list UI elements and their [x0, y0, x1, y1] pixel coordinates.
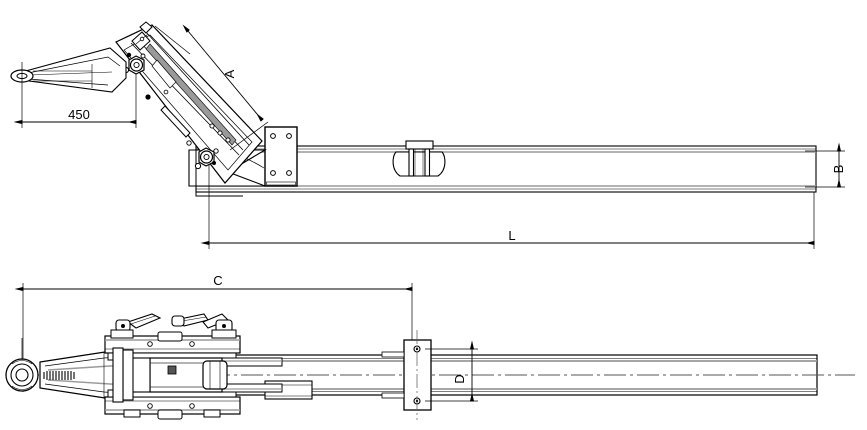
- dimension-B: B: [805, 142, 846, 188]
- dimension-A: A: [154, 24, 269, 151]
- dimension-C-label: C: [213, 273, 222, 288]
- upper-pivot-boss: [122, 52, 146, 75]
- dimension-D-label: D: [452, 374, 467, 383]
- mounting-plate-side: [264, 126, 298, 187]
- mounting-plate-plan: [381, 330, 432, 420]
- clamp-lever-left: [110, 313, 162, 339]
- side-elevation-view: 450 A B L: [10, 21, 846, 249]
- clamp-assembly-plan: [104, 313, 283, 420]
- plan-view: C: [5, 273, 855, 420]
- dimension-D: D: [425, 340, 478, 402]
- drawbar-arm-side: [10, 47, 127, 93]
- beam-saddle-bracket: [392, 140, 446, 177]
- dimension-L: L: [200, 165, 815, 249]
- dimension-450: 450: [13, 62, 137, 128]
- dimension-A-label: A: [222, 69, 237, 78]
- lower-pivot-boss: [194, 147, 219, 170]
- dimension-L-label: L: [508, 228, 515, 243]
- clamp-lever-right: [202, 313, 237, 339]
- dimension-450-label: 450: [68, 107, 90, 122]
- clamp-lever-middle: [171, 313, 209, 327]
- main-beam-side: [195, 145, 817, 193]
- dimension-B-label: B: [831, 165, 846, 174]
